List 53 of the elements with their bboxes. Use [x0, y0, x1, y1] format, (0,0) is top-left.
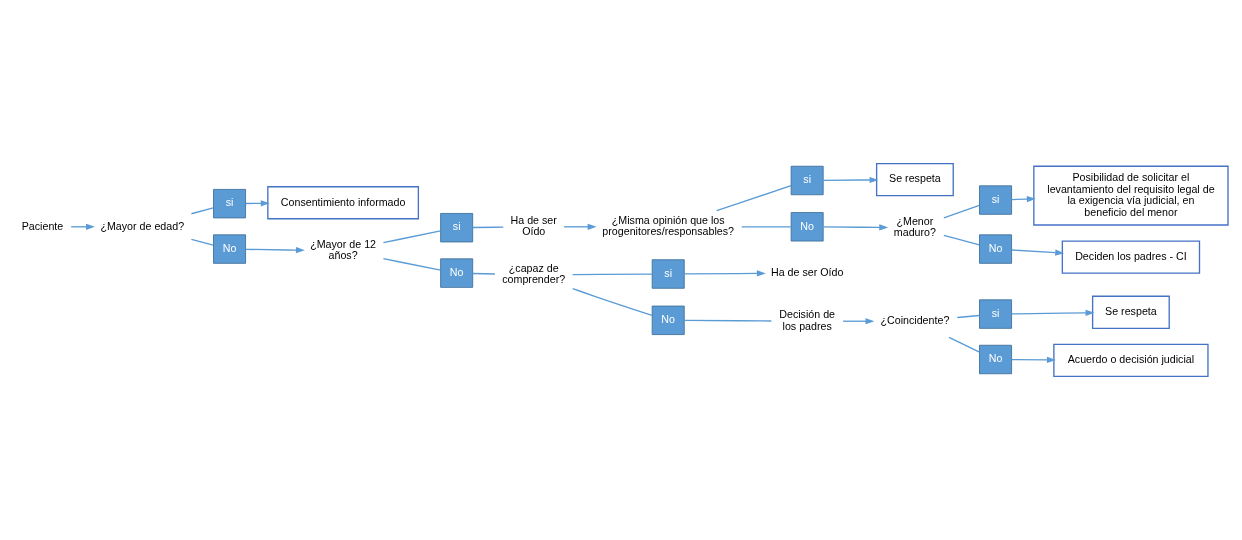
node-box: si — [440, 213, 474, 243]
arrow — [1011, 249, 1065, 256]
connector — [190, 207, 214, 215]
node-text: ¿Mayor de edad? — [100, 219, 185, 232]
node-box: Se respeta — [875, 162, 954, 197]
node-box: Consentimiento informado — [267, 186, 420, 220]
arrow — [683, 270, 766, 277]
connector — [716, 184, 792, 212]
node-text: ¿Menor maduro? — [893, 214, 936, 239]
node-box: si — [979, 185, 1012, 215]
arrow — [563, 223, 597, 230]
node-box: si — [213, 188, 246, 219]
connector — [571, 273, 653, 276]
node-box: Acuerdo o decisión judicial — [1053, 343, 1209, 378]
node-text: ¿Misma opinión que los progenitores/responsables? — [602, 213, 735, 238]
node-box: No — [979, 234, 1012, 264]
connector — [956, 314, 980, 319]
node-box: No — [790, 212, 824, 242]
connector — [572, 287, 653, 317]
node-text: ¿capaz de comprender? — [502, 261, 566, 286]
arrow — [245, 247, 305, 254]
node-box: si — [651, 259, 685, 289]
node-box: No — [979, 344, 1012, 375]
node-text: Ha de ser Oído — [770, 265, 844, 278]
node-box: No — [440, 258, 474, 288]
connector — [190, 238, 214, 246]
connector — [943, 234, 980, 246]
connector — [741, 226, 792, 228]
connector — [472, 272, 496, 275]
node-box: Se respeta — [1091, 295, 1170, 329]
node-text: Paciente — [21, 219, 64, 232]
arrow — [1011, 309, 1095, 317]
arrow — [822, 224, 889, 231]
arrow — [842, 318, 875, 325]
arrow — [822, 176, 879, 184]
node-text: ¿Coincidente? — [880, 313, 950, 326]
node-text: ¿Mayor de 12 años? — [310, 237, 377, 262]
node-box: Posibilidad de solicitar el levantamiento del requisito legal de la exigencia vía judicial, en beneficio del menor — [1033, 165, 1229, 226]
connector — [683, 319, 772, 322]
arrow — [1011, 195, 1036, 203]
node-box: si — [790, 165, 824, 196]
node-box: si — [979, 299, 1012, 329]
connector — [472, 226, 504, 229]
node-box: No — [213, 234, 246, 264]
connector — [943, 204, 980, 219]
connector — [948, 336, 981, 353]
arrow — [1011, 356, 1056, 363]
connector — [382, 230, 442, 244]
node-text: Decisión de los padres — [779, 308, 836, 332]
node-box: Deciden los padres - CI — [1061, 240, 1201, 274]
node-text: Ha de ser Oído — [510, 213, 557, 238]
connector — [382, 258, 442, 271]
node-box: No — [651, 305, 685, 335]
